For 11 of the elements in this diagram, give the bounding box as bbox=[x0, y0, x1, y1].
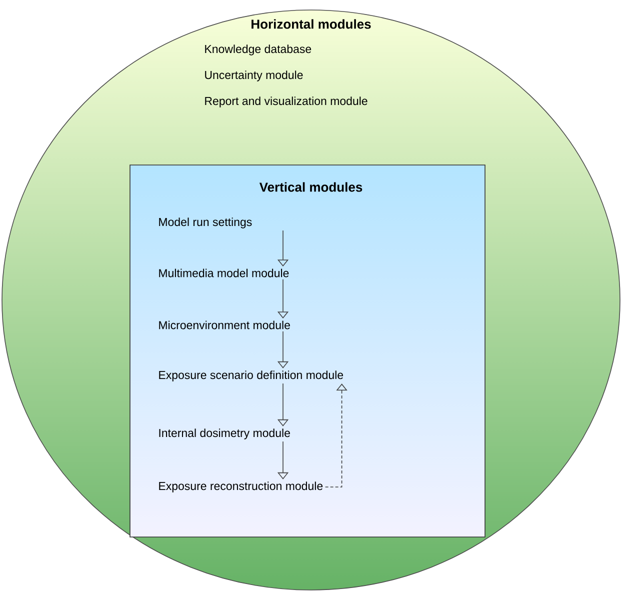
module-name: Microenvironment module bbox=[159, 320, 290, 330]
module-name: Multimedia model module bbox=[159, 268, 289, 278]
heading: Horizontal modules bbox=[252, 19, 371, 29]
module-name: Uncertainty module bbox=[205, 70, 303, 82]
module-name: Model run settings bbox=[159, 218, 252, 228]
module-name: Exposure reconstruction module bbox=[159, 482, 323, 492]
module-name: Knowledge database bbox=[205, 44, 312, 56]
module-name: Report and visualization module bbox=[205, 96, 368, 108]
module-name: Internal dosimetry module bbox=[159, 428, 290, 440]
heading: Vertical modules bbox=[259, 182, 362, 192]
module-name: Exposure scenario definition module bbox=[159, 370, 344, 382]
